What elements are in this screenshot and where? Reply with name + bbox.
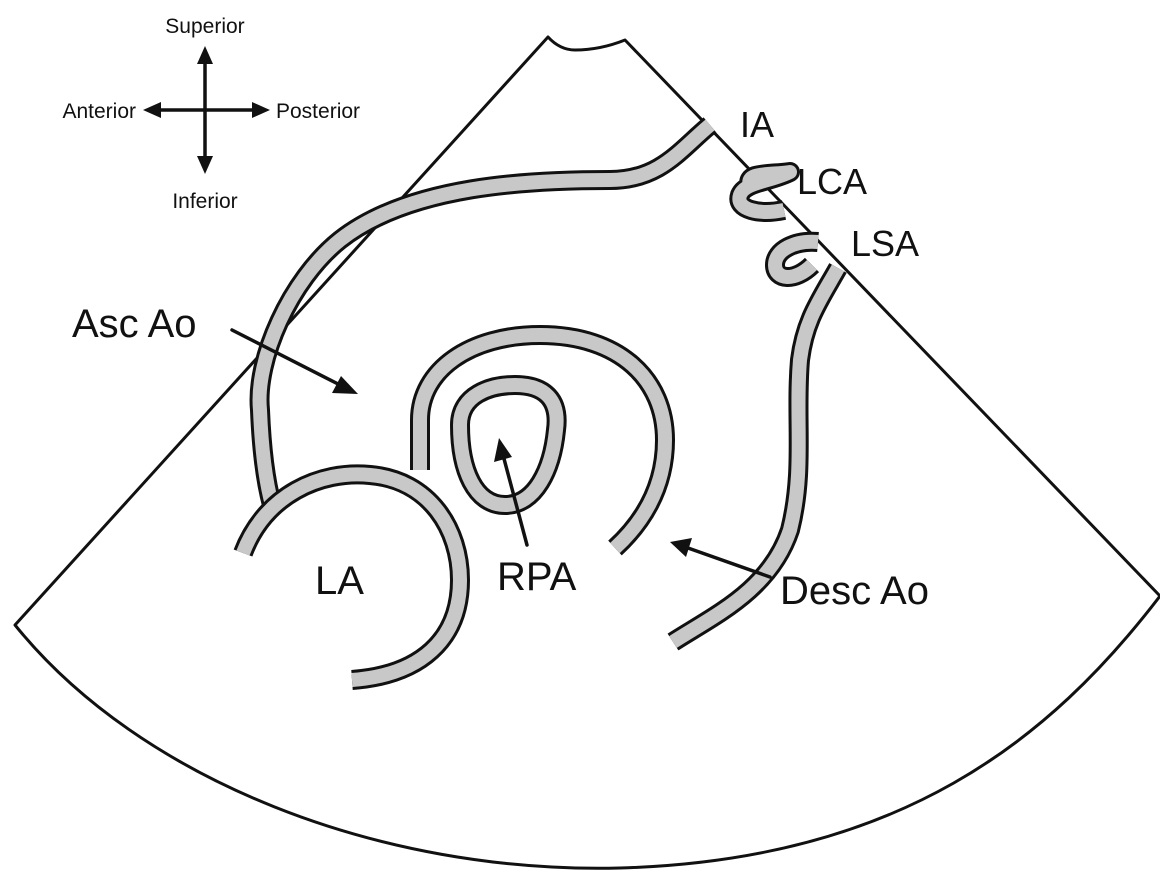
ascending-aorta-arch bbox=[260, 125, 710, 505]
label-ia: IA bbox=[740, 104, 774, 145]
orientation-compass: Superior Anterior Posterior Inferior bbox=[62, 15, 360, 213]
label-rpa: RPA bbox=[497, 555, 577, 599]
left-subclavian-artery bbox=[775, 242, 818, 277]
label-asc-ao: Asc Ao bbox=[72, 302, 197, 346]
desc-ao-arrow bbox=[670, 538, 770, 577]
label-la: LA bbox=[315, 559, 364, 603]
compass-anterior-label: Anterior bbox=[62, 100, 136, 123]
compass-up-arrowhead bbox=[197, 46, 213, 64]
compass-inferior-label: Inferior bbox=[172, 190, 237, 213]
compass-left-arrowhead bbox=[143, 102, 161, 118]
compass-down-arrowhead bbox=[197, 156, 213, 174]
right-pulmonary-artery bbox=[460, 385, 557, 505]
ultrasound-sector-outline bbox=[15, 37, 1160, 868]
left-carotid-artery bbox=[739, 172, 790, 212]
label-lca: LCA bbox=[797, 161, 867, 202]
label-desc-ao: Desc Ao bbox=[780, 569, 929, 613]
label-lsa: LSA bbox=[851, 223, 919, 264]
compass-superior-label: Superior bbox=[165, 15, 244, 38]
compass-posterior-label: Posterior bbox=[276, 100, 360, 123]
compass-right-arrowhead bbox=[252, 102, 270, 118]
